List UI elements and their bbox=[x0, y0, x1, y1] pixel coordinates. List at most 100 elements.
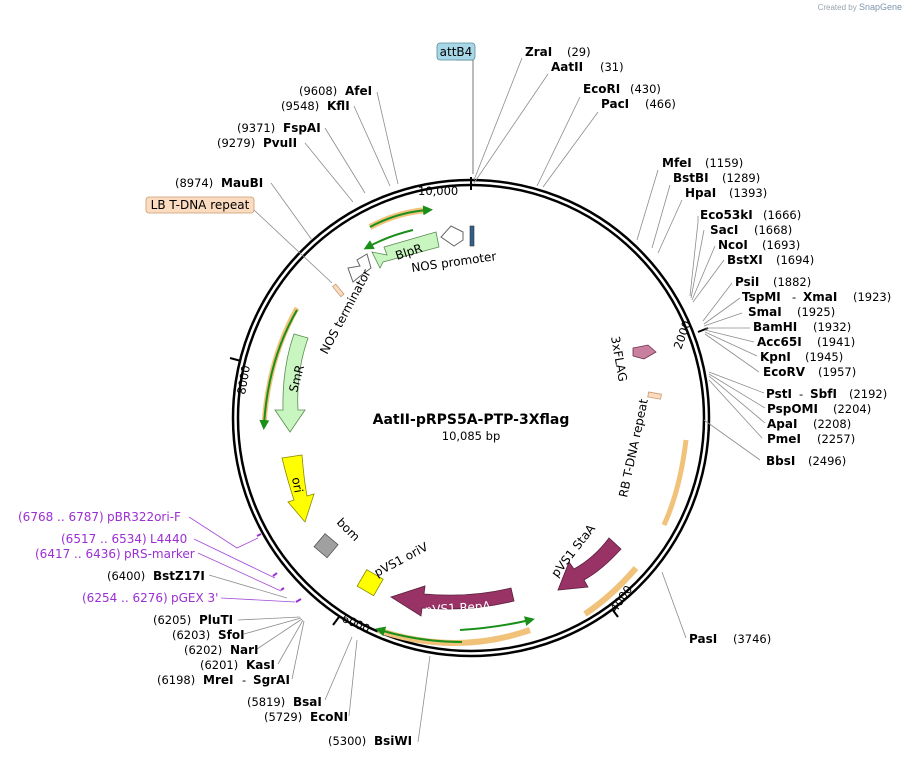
enzyme-label-kfli: (9548) KflI bbox=[281, 99, 350, 113]
credit-prefix: Created by bbox=[817, 3, 857, 12]
orf-arrow-top-2 bbox=[363, 229, 414, 250]
snapgene-credit: Created by SnapGene bbox=[818, 2, 902, 12]
svg-text:KflI: KflI bbox=[327, 99, 350, 113]
svg-text:ApaI: ApaI bbox=[767, 417, 797, 431]
svg-text:PstI: PstI bbox=[766, 387, 792, 401]
svg-text:XmaI: XmaI bbox=[803, 290, 837, 304]
svg-text:(9548): (9548) bbox=[281, 99, 319, 113]
enzyme-label-eco53ki: Eco53kI (1666) bbox=[700, 208, 801, 222]
pvs1-oriv-label: pVS1 oriV bbox=[372, 539, 431, 579]
svg-text:HpaI: HpaI bbox=[685, 186, 716, 200]
svg-text:PsiI: PsiI bbox=[735, 275, 759, 289]
svg-text:(430): (430) bbox=[630, 82, 661, 96]
svg-text:(9371): (9371) bbox=[237, 121, 275, 135]
svg-text:PmeI: PmeI bbox=[767, 432, 801, 446]
enzyme-label-ecorv: EcoRV (1957) bbox=[763, 365, 856, 379]
svg-text:PvuII: PvuII bbox=[263, 136, 297, 150]
svg-text:SacI: SacI bbox=[710, 223, 738, 237]
orf-arc-right-bottom bbox=[583, 566, 639, 617]
svg-text:(8974): (8974) bbox=[175, 176, 213, 190]
smr-label: SmR bbox=[286, 363, 307, 393]
pvs1-oriv-box bbox=[356, 569, 384, 597]
orf-arrow-bottom-left bbox=[375, 626, 463, 643]
svg-text:EcoNI: EcoNI bbox=[310, 710, 348, 724]
primer-label-pbr322ori-f: (6768 .. 6787) pBR322ori-F bbox=[18, 510, 181, 524]
svg-text:BstZ17I: BstZ17I bbox=[153, 569, 205, 583]
enzyme-label-tspmi-xmai: TspMI - XmaI (1923) bbox=[742, 290, 891, 304]
plasmid-length: 10,085 bp bbox=[442, 429, 501, 443]
blpr-arrow bbox=[371, 231, 440, 269]
svg-text:(31): (31) bbox=[600, 60, 624, 74]
svg-text:(9279): (9279) bbox=[217, 136, 255, 150]
svg-text:(2257): (2257) bbox=[817, 432, 855, 446]
tick-mark-6000 bbox=[332, 616, 340, 626]
svg-text:-: - bbox=[799, 387, 803, 401]
primer-label-pgex3: (6254 .. 6276) pGEX 3' bbox=[82, 591, 218, 605]
enzyme-label-smai: SmaI (1925) bbox=[748, 305, 835, 319]
svg-text:(1694): (1694) bbox=[776, 253, 814, 267]
svg-text:SmaI: SmaI bbox=[748, 305, 782, 319]
svg-text:(1941): (1941) bbox=[817, 335, 855, 349]
enzyme-label-saci: SacI (1668) bbox=[710, 223, 792, 237]
enzyme-label-bstz17i: (6400) BstZ17I bbox=[107, 569, 205, 583]
enzyme-label-pasi: PasI (3746) bbox=[689, 632, 771, 646]
svg-text:MauBI: MauBI bbox=[221, 176, 263, 190]
svg-text:SbfI: SbfI bbox=[810, 387, 837, 401]
svg-text:(1668): (1668) bbox=[754, 223, 792, 237]
lb-repeat-lead bbox=[253, 209, 333, 284]
svg-text:BamHI: BamHI bbox=[753, 320, 797, 334]
svg-text:(1393): (1393) bbox=[729, 186, 767, 200]
svg-text:MfeI: MfeI bbox=[662, 156, 692, 170]
enzyme-label-kpni: KpnI (1945) bbox=[760, 350, 843, 364]
flag-label: 3xFLAG bbox=[608, 335, 630, 383]
svg-text:(1289): (1289) bbox=[722, 171, 760, 185]
svg-text:AfeI: AfeI bbox=[345, 84, 372, 98]
primer-leads bbox=[188, 516, 302, 603]
enzyme-label-acc65i: Acc65I (1941) bbox=[757, 335, 855, 349]
flag-arrow bbox=[632, 344, 657, 360]
svg-text:AatII: AatII bbox=[551, 60, 583, 74]
svg-text:(6202): (6202) bbox=[184, 643, 222, 657]
svg-text:(5819): (5819) bbox=[247, 695, 285, 709]
nos-promoter-arrow bbox=[440, 225, 464, 247]
pvs1-repa-arrow bbox=[390, 585, 515, 617]
svg-text:KasI: KasI bbox=[246, 658, 275, 672]
primer-label-l4440: (6517 .. 6534) L4440 bbox=[61, 532, 187, 546]
pvs1-repa-label: pVS1 RepA bbox=[424, 599, 492, 618]
smr-orf-arrow bbox=[259, 309, 298, 430]
enzyme-label-aatii: AatII (31) bbox=[551, 60, 624, 74]
enzyme-label-pmei: PmeI (2257) bbox=[767, 432, 855, 446]
enzyme-label-bamhi: BamHI (1932) bbox=[753, 320, 851, 334]
svg-text:(3746): (3746) bbox=[733, 632, 771, 646]
enzyme-leads-left bbox=[208, 91, 431, 743]
svg-text:PasI: PasI bbox=[689, 632, 717, 646]
svg-text:KpnI: KpnI bbox=[760, 350, 791, 364]
enzyme-label-paci: PacI (466) bbox=[601, 97, 676, 111]
svg-text:(6201): (6201) bbox=[200, 658, 238, 672]
primer-label-prs-marker: (6417 .. 6436) pRS-marker bbox=[35, 547, 195, 561]
enzyme-label-bbsi: BbsI (2496) bbox=[766, 454, 846, 468]
orf-arrow-bottom-right bbox=[459, 616, 535, 631]
svg-text:(2204): (2204) bbox=[833, 402, 871, 416]
svg-text:(1693): (1693) bbox=[762, 238, 800, 252]
enzyme-label-maubi: (8974) MauBI bbox=[175, 176, 263, 190]
nos-terminator-arrow bbox=[347, 253, 372, 283]
lb-repeat-mark bbox=[332, 283, 345, 298]
enzyme-label-hpai: HpaI (1393) bbox=[685, 186, 767, 200]
enzyme-label-afei: (9608) AfeI bbox=[299, 84, 372, 98]
svg-text:BstBI: BstBI bbox=[673, 171, 709, 185]
svg-text:-: - bbox=[242, 673, 246, 687]
credit-brand: SnapGene bbox=[858, 2, 902, 12]
svg-text:(6768 .. 6787): (6768 .. 6787) bbox=[18, 510, 104, 524]
bom-box bbox=[313, 533, 339, 559]
svg-text:Eco53kI: Eco53kI bbox=[700, 208, 753, 222]
svg-text:PluTI: PluTI bbox=[199, 613, 233, 627]
svg-text:SfoI: SfoI bbox=[218, 628, 245, 642]
svg-text:BbsI: BbsI bbox=[766, 454, 795, 468]
tick-mark-8000 bbox=[229, 357, 242, 362]
enzyme-label-apai: ApaI (2208) bbox=[767, 417, 851, 431]
enzyme-label-bstbi: BstBI (1289) bbox=[673, 171, 760, 185]
svg-text:L4440: L4440 bbox=[150, 532, 187, 546]
svg-text:-: - bbox=[792, 290, 796, 304]
